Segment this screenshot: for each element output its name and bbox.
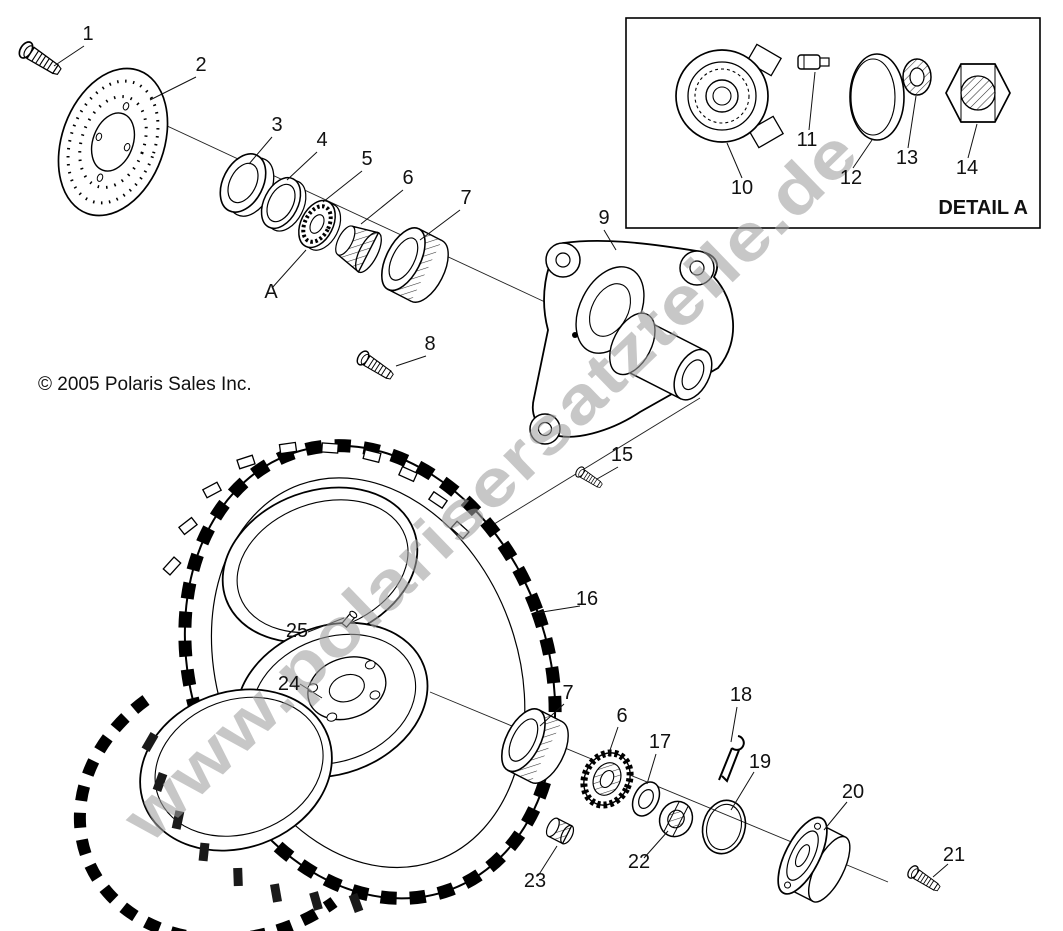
spacer-3 <box>219 153 275 217</box>
callout-18: 18 <box>730 684 752 706</box>
callout-25: 25 <box>286 620 308 642</box>
callout-9: 9 <box>598 207 609 229</box>
detail-cover-12 <box>849 53 905 141</box>
bolt-8 <box>354 348 397 384</box>
o-ring-19 <box>701 799 747 855</box>
callout-14: 14 <box>956 157 978 179</box>
detail-nut-14 <box>945 63 1011 123</box>
leader-lines <box>53 45 978 878</box>
callout-2: 2 <box>195 54 206 76</box>
hub-carrier <box>529 239 735 445</box>
callout-3: 3 <box>271 114 282 136</box>
callout-7: 7 <box>460 187 471 209</box>
callout-11: 11 <box>797 129 818 151</box>
bearing-cup-7-upper <box>380 227 449 303</box>
callout-19: 19 <box>749 751 771 773</box>
callout-23: 23 <box>524 870 546 892</box>
copyright-text: © 2005 Polaris Sales Inc. <box>38 374 252 395</box>
nut-22 <box>658 800 694 838</box>
brake-disc <box>57 67 169 217</box>
callout-1: 1 <box>82 23 93 45</box>
cotter-pin-18 <box>718 735 745 783</box>
callout-8: 8 <box>424 333 435 355</box>
callout-7: 7 <box>562 682 573 704</box>
bearing-cup-7-lower <box>500 708 569 784</box>
callout-6: 6 <box>616 705 627 727</box>
tire-near-bead <box>139 688 333 852</box>
bolt-1 <box>15 38 65 80</box>
callout-21: 21 <box>943 844 965 866</box>
callout-6: 6 <box>402 167 413 189</box>
detail-seal-13 <box>902 58 932 96</box>
detail-a-label: DETAIL A <box>938 197 1028 219</box>
callout-A: A <box>264 281 278 303</box>
detail-a-inset: DETAIL A <box>625 17 1041 229</box>
tire-near-knobs <box>73 695 338 931</box>
callout-22: 22 <box>628 851 650 873</box>
callout-12: 12 <box>840 167 862 189</box>
callout-24: 24 <box>278 673 300 695</box>
washer-4 <box>260 176 307 232</box>
callout-5: 5 <box>361 148 372 170</box>
callout-16: 16 <box>576 588 598 610</box>
callout-15: 15 <box>611 444 633 466</box>
callout-10: 10 <box>731 177 753 199</box>
tire-tread-blocks-dark <box>141 731 364 913</box>
nut-23 <box>545 817 575 845</box>
washer-17 <box>631 781 661 817</box>
hub-cap-20 <box>777 816 851 903</box>
bearing-cone-6 <box>335 225 382 274</box>
splined-spacer-5 <box>298 199 342 251</box>
callout-4: 4 <box>316 129 327 151</box>
bearing-6-lower <box>580 749 634 809</box>
wheel-tire-assembly <box>73 439 562 931</box>
detail-pin-11 <box>797 54 830 70</box>
callout-17: 17 <box>649 731 671 753</box>
callout-13: 13 <box>896 147 918 169</box>
callout-20: 20 <box>842 781 864 803</box>
detail-hub-10 <box>675 43 785 149</box>
tire-tread-blocks <box>162 441 470 576</box>
bolt-21 <box>905 863 944 896</box>
valve-stem-25 <box>341 610 358 628</box>
